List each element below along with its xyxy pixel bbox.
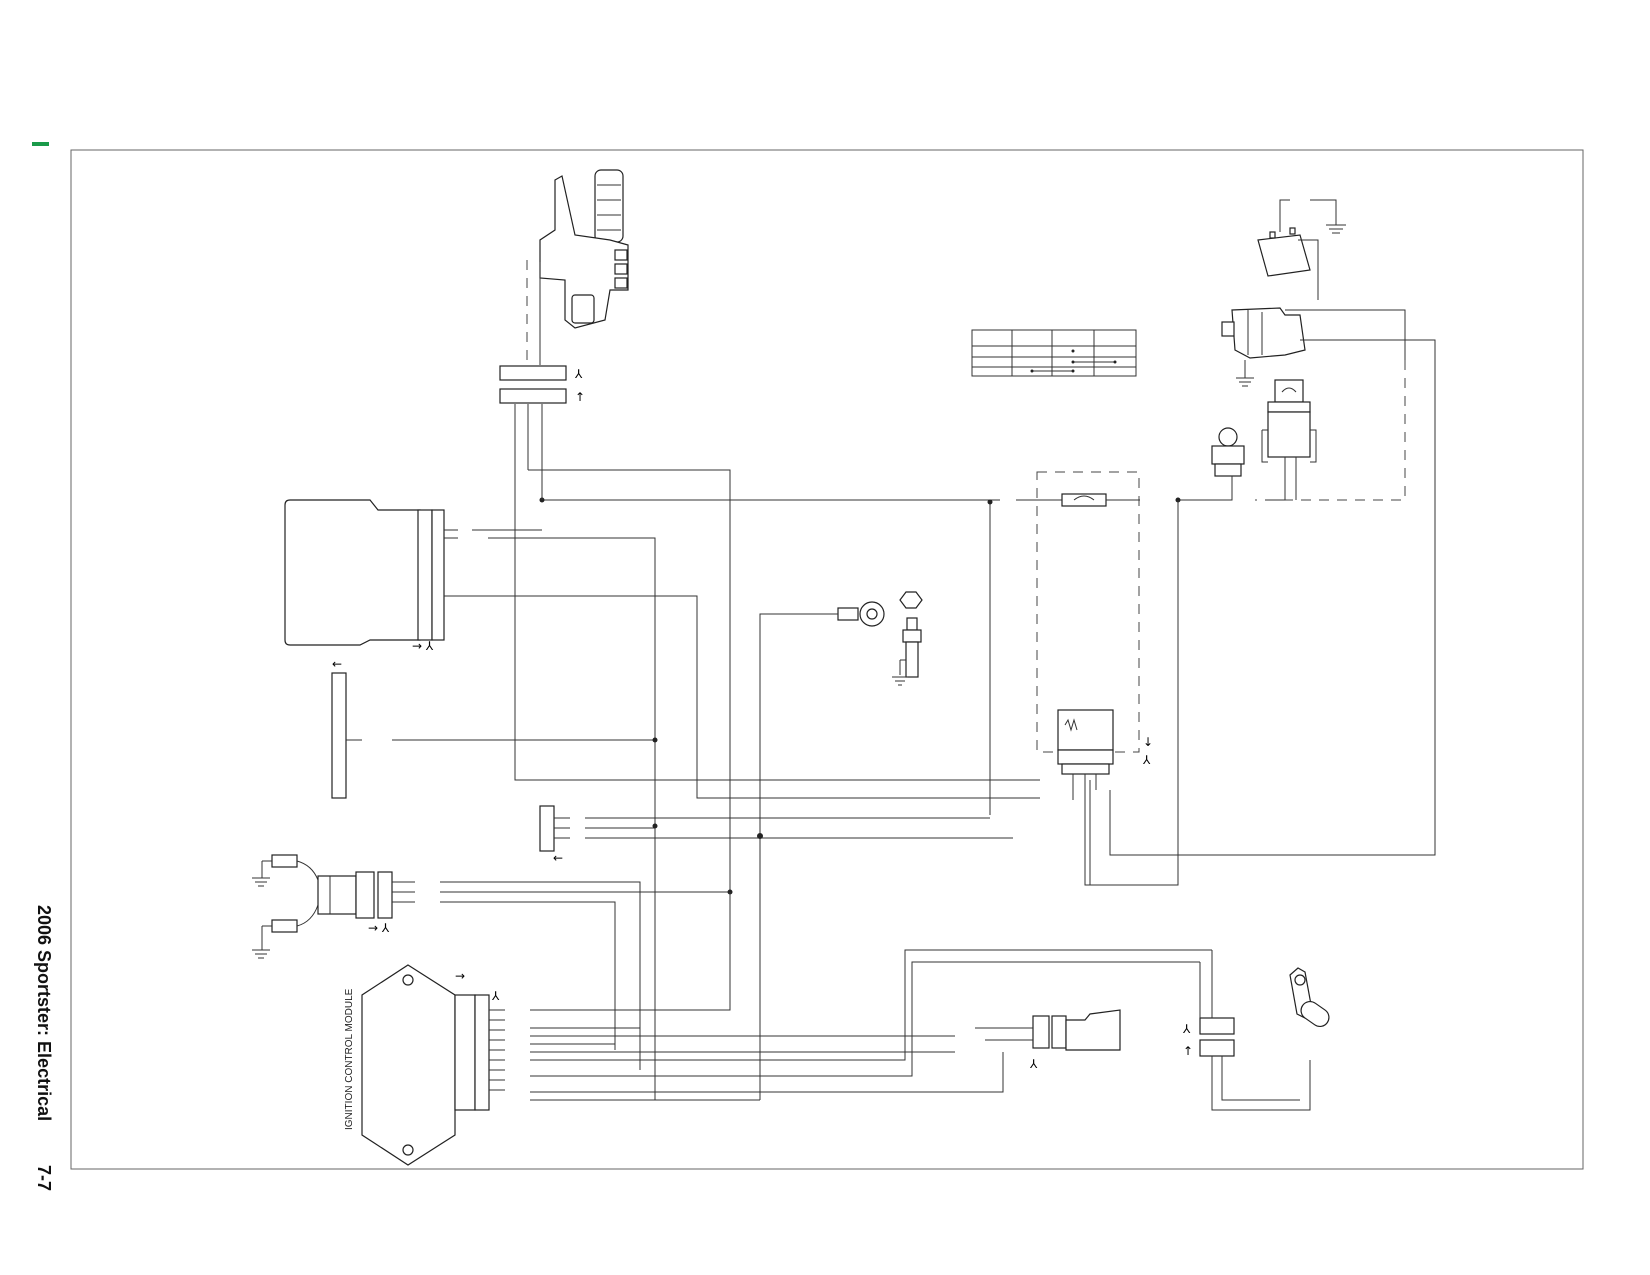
indicator-lamp-bar	[331, 672, 347, 799]
svg-text:→ ⅄: → ⅄	[368, 921, 390, 935]
svg-text:→: →	[455, 969, 465, 983]
svg-text:←: ←	[553, 851, 563, 865]
handlebar-switch-icon	[539, 169, 629, 329]
spark-plug-icon	[252, 854, 298, 959]
svg-text:↓: ↓	[1143, 735, 1153, 749]
diagram-frame	[70, 149, 1584, 1170]
ignition-switch-icon	[1211, 427, 1245, 477]
svg-text:↑: ↑	[575, 390, 585, 404]
svg-text:⅄: ⅄	[574, 367, 583, 381]
battery-icon	[1257, 227, 1311, 277]
svg-text:⅄: ⅄	[1142, 753, 1151, 767]
ckp-connector-b	[1199, 1039, 1235, 1057]
svg-text:↑: ↑	[1183, 1044, 1193, 1058]
starter-motor-icon	[1221, 307, 1306, 387]
starter-relay-icon	[1261, 379, 1317, 463]
ground-terminal-icon	[837, 591, 923, 686]
svg-text:←: ←	[332, 657, 342, 671]
ignition-module-label: IGNITION CONTROL MODULE	[344, 988, 355, 1130]
handlebar-connector-a	[499, 365, 567, 381]
switch-truth-table	[971, 329, 1137, 377]
ckp-connector-a	[1199, 1017, 1235, 1035]
crank-position-sensor-icon	[1289, 967, 1330, 1028]
svg-text:→ ⅄: → ⅄	[412, 639, 434, 653]
svg-text:⅄: ⅄	[1182, 1022, 1191, 1036]
neutral-switch-connector	[539, 805, 555, 852]
speedometer-module-icon	[284, 499, 458, 646]
map-sensor-icon	[1032, 1009, 1121, 1051]
ignition-coil-icon	[317, 871, 415, 919]
svg-text:⅄: ⅄	[491, 989, 500, 1003]
ignition-control-module-icon	[361, 964, 505, 1166]
handlebar-connector-b	[499, 388, 567, 404]
section-color-mark	[32, 142, 49, 146]
system-relay-icon	[1057, 709, 1114, 775]
svg-text:⅄: ⅄	[1029, 1057, 1038, 1071]
